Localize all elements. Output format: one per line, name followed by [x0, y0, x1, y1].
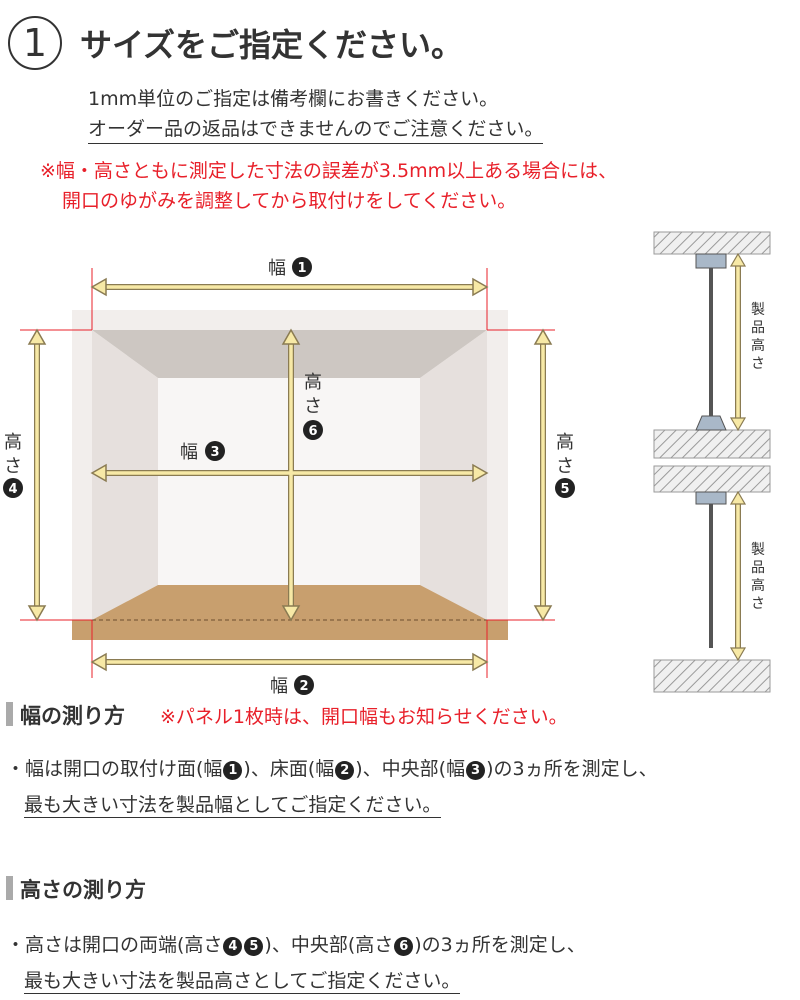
- height-instruction-line-2: 最も大きい寸法を製品高さとしてご指定ください。: [24, 970, 461, 994]
- svg-text:1: 1: [297, 261, 306, 276]
- label-width-2: 幅 2: [270, 675, 314, 697]
- svg-text:品: 品: [751, 320, 765, 336]
- top-fitting-icon-2: [695, 491, 727, 505]
- step-number: 1: [22, 21, 48, 65]
- num-circle-3: 3: [466, 761, 486, 780]
- page-title: サイズをご指定ください。: [80, 26, 464, 64]
- svg-text:品: 品: [751, 560, 765, 576]
- product-height-side-diagram: 製 品 高 さ 製 品 高 さ: [653, 231, 771, 693]
- svg-text:製: 製: [751, 302, 765, 318]
- svg-text:幅: 幅: [180, 442, 198, 463]
- floor-hatch-bottom: [653, 659, 771, 693]
- num-circle-1: 1: [223, 761, 243, 780]
- label-width-3: 幅 3: [180, 441, 225, 463]
- warning-line-1: ※幅・高さともに測定した寸法の誤差が3.5mm以上ある場合には、: [40, 160, 618, 182]
- svg-text:さ: さ: [751, 596, 765, 612]
- bottom-fitting-icon: [695, 415, 727, 431]
- svg-text:高: 高: [556, 432, 574, 453]
- ceiling-hatch-bottom: [653, 465, 771, 493]
- step-number-circle: 1: [8, 16, 62, 70]
- width-section-bar: [6, 702, 13, 726]
- arrow-heads: [27, 277, 553, 672]
- opening-measurement-diagram: 幅 1 幅 2 幅 3 高 さ 6 高 さ 4 高 さ 5: [3, 257, 575, 697]
- num-circle-2: 2: [335, 761, 355, 780]
- product-height-label-top: 製 品 高 さ: [751, 302, 765, 372]
- note-mm-unit: 1mm単位のご指定は備考欄にお書きください。: [88, 88, 499, 110]
- svg-text:高: 高: [751, 577, 765, 594]
- svg-text:4: 4: [8, 482, 17, 497]
- height-section-title: 高さの測り方: [20, 878, 146, 902]
- product-height-label-bottom: 製 品 高 さ: [751, 542, 765, 612]
- svg-text:さ: さ: [4, 456, 22, 477]
- svg-text:2: 2: [299, 679, 308, 694]
- svg-text:さ: さ: [751, 356, 765, 372]
- svg-text:5: 5: [560, 482, 569, 497]
- label-height-4: 高 さ 4: [3, 432, 23, 498]
- num-circle-5: 5: [244, 937, 264, 956]
- width-section-title: 幅の測り方: [20, 704, 125, 728]
- arrow-shafts: [35, 285, 545, 664]
- note-no-return: オーダー品の返品はできませんのでご注意ください。: [88, 114, 544, 144]
- floor-hatch-top: [653, 429, 771, 459]
- svg-text:高: 高: [4, 432, 22, 453]
- width-instruction-line-2: 最も大きい寸法を製品幅としてご指定ください。: [24, 794, 442, 818]
- svg-text:6: 6: [308, 424, 317, 439]
- svg-text:さ: さ: [304, 396, 322, 417]
- label-height-5: 高 さ 5: [555, 432, 575, 498]
- svg-text:製: 製: [751, 542, 765, 558]
- num-circle-4: 4: [223, 937, 243, 956]
- svg-text:さ: さ: [556, 456, 574, 477]
- width-section-note: ※パネル1枚時は、開口幅もお知らせください。: [160, 706, 568, 728]
- svg-text:3: 3: [210, 445, 219, 460]
- svg-text:幅: 幅: [270, 676, 288, 697]
- svg-text:高: 高: [304, 372, 322, 393]
- height-section-bar: [6, 876, 13, 900]
- warning-line-2: 開口のゆがみを調整してから取付けをしてください。: [62, 190, 517, 212]
- svg-text:高: 高: [751, 337, 765, 354]
- top-fitting-icon: [695, 253, 727, 269]
- svg-text:幅: 幅: [268, 258, 286, 279]
- label-height-6: 高 さ 6: [303, 372, 323, 440]
- label-width-1: 幅 1: [268, 257, 312, 279]
- ceiling-hatch-top: [653, 231, 771, 255]
- num-circle-6: 6: [394, 937, 414, 956]
